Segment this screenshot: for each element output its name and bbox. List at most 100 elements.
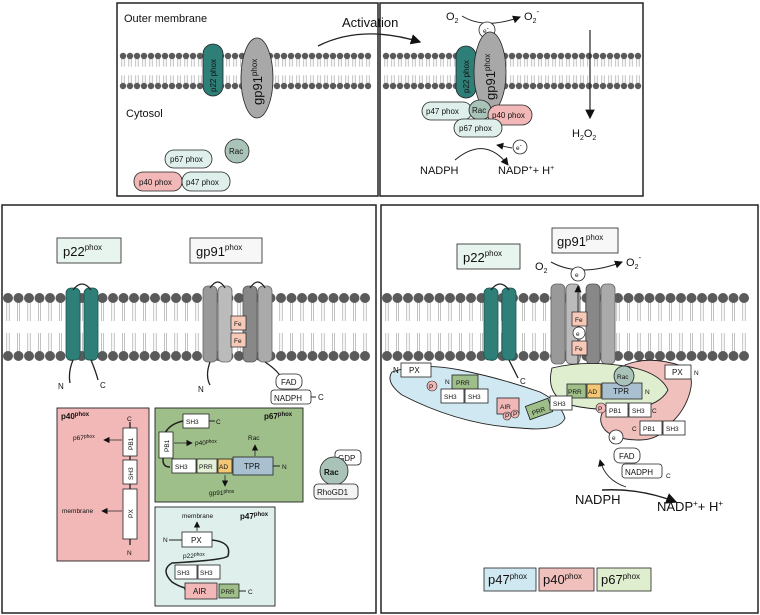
- lipid-head: [539, 293, 550, 303]
- rac-bound-label: Rac: [617, 374, 629, 381]
- p40-pb1-label-active: PB1: [643, 426, 656, 433]
- lipid-head: [55, 351, 66, 361]
- p47-phospho-2: [502, 411, 512, 421]
- p67-ad-active: [586, 383, 602, 399]
- p22-title-box: [56, 237, 122, 264]
- lipid-head: [389, 52, 397, 60]
- lipid-head: [728, 351, 739, 361]
- rac-active-label: Rac: [472, 106, 486, 115]
- lipid-head: [606, 52, 614, 60]
- lipid-head: [466, 351, 476, 361]
- lipid-head: [515, 82, 523, 90]
- rac-bound: [613, 365, 635, 387]
- p22-title-box-active: [456, 243, 521, 270]
- p47-free: [181, 171, 231, 192]
- p47-phospho-1-label: P: [429, 384, 433, 391]
- lipid-head: [445, 52, 453, 60]
- p67-c-label: C: [216, 419, 221, 426]
- lipid-head: [613, 293, 623, 303]
- lipid-head: [322, 82, 330, 90]
- lipid-head: [417, 82, 425, 90]
- lipid-head: [578, 52, 586, 60]
- lipid-head: [308, 82, 316, 90]
- lipid-head: [424, 293, 434, 303]
- electron-fad-label: e: [612, 435, 616, 442]
- lipid-head: [294, 52, 302, 60]
- lipid-head: [424, 82, 432, 90]
- nadph-label-active: NADPH: [625, 468, 653, 477]
- gp91-loops: [209, 281, 266, 289]
- electron-bottom-top: [570, 266, 586, 282]
- lipid-head: [301, 52, 309, 60]
- p22-subunit: [202, 43, 224, 97]
- p67-pb1-active: [605, 402, 629, 418]
- legend-p47-label: p47phox: [488, 572, 527, 587]
- gp91-helix-1: [202, 285, 218, 363]
- lipid-head: [301, 82, 309, 90]
- lipid-head: [189, 82, 197, 90]
- lipid-head: [550, 82, 558, 90]
- lipid-head: [154, 52, 162, 60]
- p47-sh3a-active: [440, 388, 465, 404]
- gp91-n-tail: [206, 361, 211, 386]
- lipid-head: [97, 293, 108, 303]
- p40-sh3-label: SH3: [128, 467, 135, 480]
- lipid-head: [154, 82, 162, 90]
- p22-helix-1: [65, 287, 81, 361]
- p47-n-prr-label: N: [445, 379, 450, 386]
- gp91-title-box-active: [551, 227, 619, 254]
- lipid-head: [13, 293, 24, 303]
- lipid-head: [620, 82, 628, 90]
- lipid-head: [529, 293, 539, 303]
- p47-target-p22: p22phox: [183, 552, 205, 560]
- lipid-head: [133, 82, 141, 90]
- membrane-bottom-left: [3, 293, 370, 361]
- lipid-head: [413, 293, 424, 303]
- lipid-head: [539, 351, 550, 361]
- nadph-conversion-arrow-bottom: [601, 489, 678, 504]
- gp91-helix-3-active: [585, 283, 601, 365]
- lipid-head: [3, 351, 13, 361]
- lipid-head: [455, 351, 466, 361]
- lipid-head: [718, 293, 728, 303]
- p47-prr-label-active: PRR: [456, 380, 470, 387]
- legend-p47: [483, 567, 537, 592]
- p47-sh3b-label: SH3: [200, 570, 213, 577]
- lipid-head: [336, 82, 344, 90]
- lipid-head: [160, 293, 171, 303]
- lipid-head: [410, 52, 418, 60]
- p67-tpr-label-active: TPR: [613, 387, 629, 396]
- lipid-head: [140, 82, 148, 90]
- lipid-head: [168, 52, 176, 60]
- outer-membrane-label: Outer membrane: [124, 13, 207, 25]
- p22-title: p22phox: [63, 243, 102, 259]
- lipid-head: [328, 351, 339, 361]
- p40-n-label: N: [127, 550, 132, 557]
- o2-label-bottom: O2: [535, 261, 548, 275]
- lipid-head: [182, 52, 190, 60]
- lipid-head: [182, 82, 190, 90]
- lipid-head: [445, 351, 455, 361]
- p47-backbone: [165, 539, 230, 590]
- lipid-head: [434, 351, 445, 361]
- lipid-head: [350, 52, 358, 60]
- p22-n-tail: [68, 359, 74, 384]
- activation-arrow: [317, 33, 422, 47]
- lipid-head: [686, 351, 697, 361]
- p40-px-active: [664, 364, 692, 380]
- p67-ad-domain: [217, 458, 233, 474]
- lipid-head: [34, 351, 45, 361]
- electron-to-fad-arrow: [598, 459, 627, 488]
- p22-c-label: C: [100, 381, 106, 390]
- lipid-head: [287, 52, 295, 60]
- lipid-head: [360, 351, 370, 361]
- lipid-head: [147, 82, 155, 90]
- lipid-head: [403, 351, 413, 361]
- lipid-head: [522, 82, 530, 90]
- p67-pb1-label-active: PB1: [609, 408, 622, 415]
- p40-target-p67: p67phox: [73, 434, 95, 442]
- p22-n-label: N: [58, 382, 64, 391]
- lipid-head: [431, 82, 439, 90]
- p47-phospho-3-label: P: [513, 411, 517, 418]
- lipid-head: [196, 82, 204, 90]
